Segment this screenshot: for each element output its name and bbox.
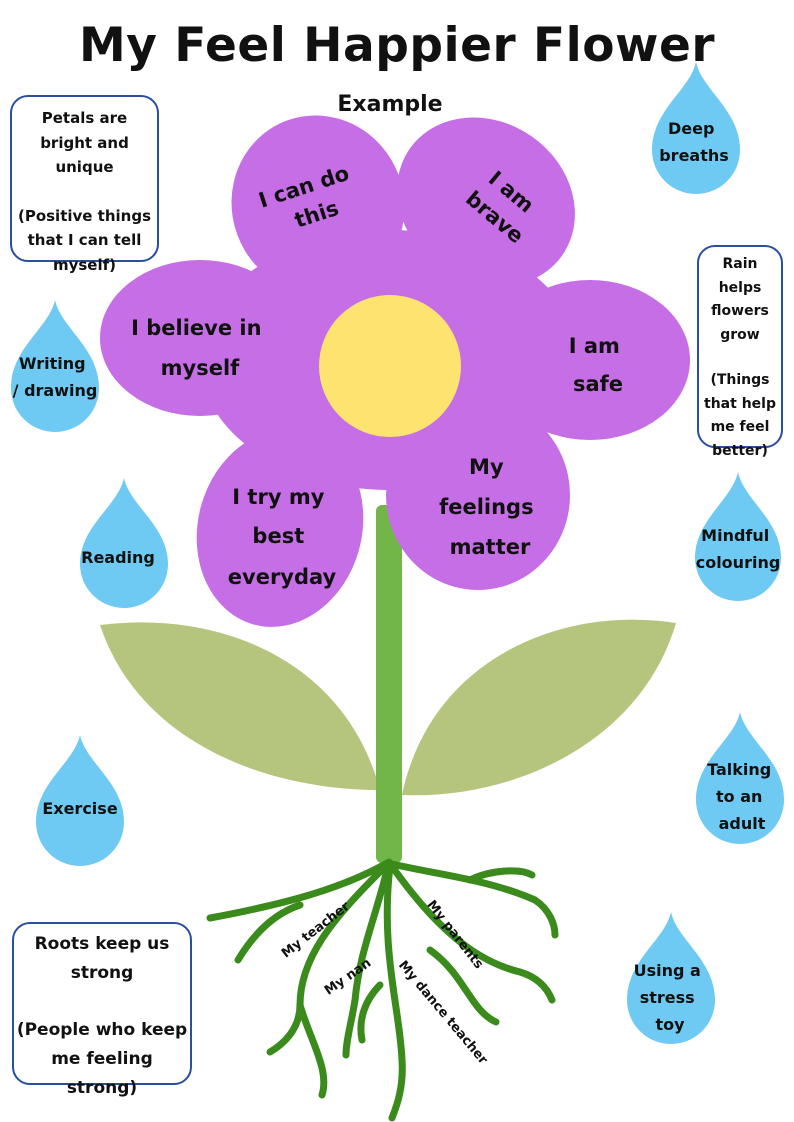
petal-label: I am safe [569,334,628,396]
rain-info-line: Rain helps [718,256,762,296]
right-leaf [402,619,676,796]
petals-info-line: (Positive things [17,206,152,225]
raindrop-label: Reading [81,548,155,567]
raindrop-icon [696,712,784,844]
petals-info-line: that I can tell [27,231,142,249]
raindrop-icon [652,62,740,194]
raindrop-icon [80,478,168,608]
root-label: My nan [322,956,374,999]
raindrop-icon [627,912,715,1044]
petal-label: I believe in myself [131,316,269,380]
raindrop-label: Using a stress toy [634,961,707,1034]
rain-info-box: Rain helps flowers grow (Things that hel… [697,245,783,459]
roots-info-line: Roots keep us [34,934,170,954]
raindrop-label: Writing / drawing [13,354,98,400]
petals-info-line: Petals are [41,109,128,127]
raindrop-label: Mindful colouring [696,526,781,572]
roots-info-box: Roots keep us strong (People who keep me… [12,922,192,1098]
raindrop-label: Deep breaths [659,119,729,165]
roots-info-line: me feeling strong) [51,1049,153,1098]
raindrop-icon [695,472,781,601]
root-label: My parents [423,898,486,972]
example-subtitle: Example [337,92,443,117]
raindrops [11,62,784,1044]
flower-stem [376,505,402,863]
petals-info-box: Petals are bright and unique (Positive t… [10,95,159,274]
page-title: My Feel Happier Flower [78,18,716,73]
petal-label: My feelings matter [439,455,541,559]
roots [206,858,559,1122]
raindrop-label: Talking to an adult [707,760,777,833]
petals-info-line: bright and unique [40,133,129,177]
left-leaf [100,622,380,790]
raindrop-label: Exercise [42,799,117,818]
rain-info-line: me feel [710,419,770,435]
raindrop-icon [11,300,99,432]
root-label: My dance teacher [395,958,491,1068]
flower-center [319,295,461,437]
petal-label: I try my best everyday [228,485,337,589]
petals-info-line: myself) [52,255,117,274]
roots-info-line: (People who keep [16,1020,188,1040]
raindrop-icon [36,735,124,866]
petals [100,115,690,627]
rain-info-line: flowers [711,303,769,319]
roots-info-line: strong [70,963,134,983]
rain-info-line: grow [720,326,760,343]
rain-info-line: better) [712,442,768,459]
rain-info-line: (Things [710,372,770,388]
rain-info-line: that help [704,395,776,412]
